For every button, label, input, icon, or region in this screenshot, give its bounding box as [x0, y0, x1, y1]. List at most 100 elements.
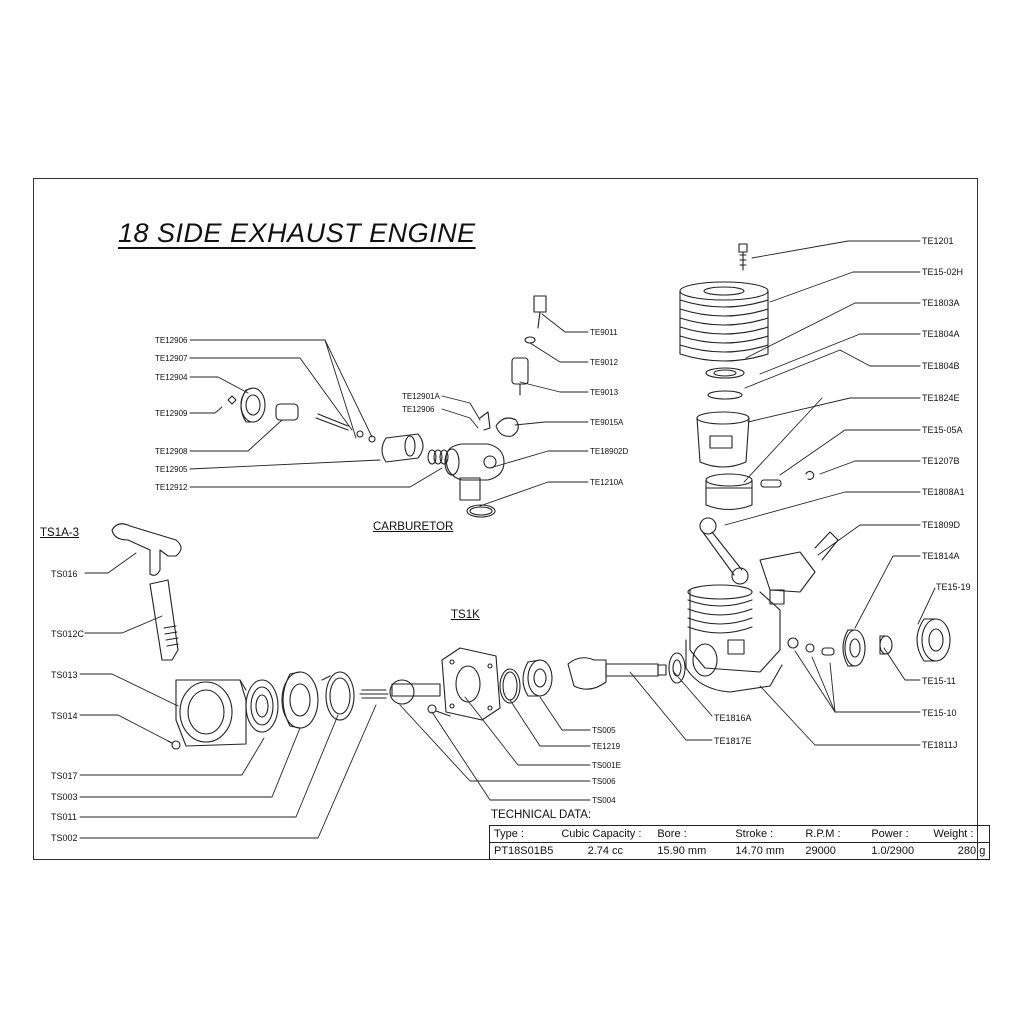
label-te9012: TE9012 — [590, 358, 619, 367]
label-te1505a: TE15-05A — [922, 425, 963, 435]
label-te12906-carb: TE12906 — [402, 405, 435, 414]
diagram-title: 18 SIDE EXHAUST ENGINE — [118, 218, 476, 248]
technical-data-table: Type : Cubic Capacity : Bore : Stroke : … — [489, 825, 991, 860]
backplate-drawing — [441, 647, 501, 721]
starter-leaders — [79, 552, 591, 839]
label-te1210a: TE1210A — [590, 478, 624, 487]
technical-value-row: PT18S01B5 2.74 cc 15.90 mm 14.70 mm 2900… — [490, 843, 990, 860]
label-te18902d: TE18902D — [590, 447, 628, 456]
label-te12906: TE12906 — [155, 336, 188, 345]
starter-housing-drawing — [175, 679, 247, 747]
label-te9013: TE9013 — [590, 388, 619, 397]
one-way-bearing-drawing — [522, 659, 553, 697]
label-ts017: TS017 — [51, 771, 78, 781]
crankshaft-drawing — [567, 652, 686, 690]
label-te1809d: TE1809D — [922, 520, 961, 530]
label-ts004: TS004 — [592, 796, 616, 805]
oring-drawing — [499, 668, 521, 704]
value-weight: 280 g — [957, 845, 986, 857]
section-starter-kit: TS1K — [451, 609, 480, 621]
label-te1803a: TE1803A — [922, 298, 960, 308]
carburetor-leaders — [189, 313, 589, 507]
small-screw-drawing — [167, 740, 181, 750]
carb-spring-drawing — [427, 449, 449, 465]
value-type: PT18S01B5 — [494, 845, 554, 857]
wrist-pin-drawing — [760, 470, 815, 488]
value-stroke: 14.70 mm — [735, 845, 785, 857]
label-te1816a: TE1816A — [714, 713, 752, 723]
piston-drawing — [705, 473, 753, 511]
label-te1808a1: TE1808A1 — [922, 487, 965, 497]
value-rpm: 29000 — [805, 845, 836, 857]
connecting-rod-drawing — [699, 517, 749, 585]
section-carburetor: CARBURETOR — [373, 521, 454, 533]
technical-data-title: TECHNICAL DATA: — [491, 809, 592, 821]
barrel-drawing — [381, 433, 424, 463]
label-ts011: TS011 — [51, 812, 77, 822]
rear-bearings-drawing — [787, 618, 951, 667]
label-te1510: TE15-10 — [922, 708, 957, 718]
label-ts013: TS013 — [51, 670, 78, 680]
label-te1502h: TE15-02H — [922, 267, 963, 277]
carb-oring-drawing — [466, 504, 496, 518]
label-te12908: TE12908 — [155, 447, 188, 456]
starter-pulley-drawing — [281, 671, 319, 729]
part-number-labels: TE1201 TE15-02H TE1803A TE1804A TE1804B … — [51, 236, 971, 843]
value-power: 1.0/2900 — [871, 845, 915, 857]
label-te12904: TE12904 — [155, 373, 188, 382]
head-bolt-drawing — [738, 243, 748, 271]
carburetor-body-drawing — [444, 443, 505, 501]
shaft-drawing — [359, 679, 441, 705]
label-ts012c: TS012C — [51, 629, 85, 639]
header-rpm: R.P.M : — [801, 825, 868, 843]
section-starter: TS1A-3 — [40, 527, 79, 539]
label-te1804a: TE1804A — [922, 329, 960, 339]
header-power: Power : — [867, 825, 930, 843]
header-type: Type : — [489, 825, 558, 843]
label-te1824e: TE1824E — [922, 393, 960, 403]
label-te9011: TE9011 — [590, 328, 618, 337]
label-ts002: TS002 — [51, 833, 78, 843]
header-bore: Bore : — [653, 825, 732, 843]
label-te12909: TE12909 — [155, 409, 188, 418]
spring-coil-drawing — [321, 671, 355, 721]
header-capacity: Cubic Capacity : — [557, 825, 654, 843]
label-te1519: TE15-19 — [936, 582, 971, 592]
label-te1811j: TE1811J — [922, 740, 957, 750]
idle-screw-drawing — [524, 295, 547, 344]
label-ts003: TS003 — [51, 792, 78, 802]
cylinder-liner-drawing — [696, 411, 750, 468]
label-te1511: TE15-11 — [922, 676, 956, 686]
label-te1207b: TE1207B — [922, 456, 960, 466]
header-weight: Weight : — [929, 825, 990, 843]
head-gaskets-drawing — [705, 367, 745, 400]
label-te12912: TE12912 — [155, 483, 188, 492]
needle-assembly-drawing — [227, 387, 376, 443]
label-te1817e: TE1817E — [714, 736, 752, 746]
needle-valve-drawing — [479, 411, 519, 437]
label-ts014: TS014 — [51, 711, 78, 721]
label-te12901a: TE12901A — [402, 392, 440, 401]
value-bore: 15.90 mm — [657, 845, 707, 857]
label-te1201: TE1201 — [922, 236, 954, 246]
label-ts005: TS005 — [592, 726, 616, 735]
label-te12907: TE12907 — [155, 354, 188, 363]
tee-wrench-drawing — [111, 523, 182, 661]
label-te1814a: TE1814A — [922, 551, 960, 561]
fuel-nipple-drawing — [511, 357, 529, 396]
label-ts016: TS016 — [51, 569, 78, 579]
crankcase-drawing — [685, 584, 783, 693]
cylinder-head-drawing — [679, 281, 769, 362]
screw-drawing — [427, 704, 451, 717]
value-capacity: 2.74 cc — [587, 845, 624, 857]
label-te9015a: TE9015A — [590, 418, 624, 427]
label-te12905: TE12905 — [155, 465, 188, 474]
label-ts001e: TS001E — [592, 761, 621, 770]
label-te1804b: TE1804B — [922, 361, 960, 371]
technical-header-row: Type : Cubic Capacity : Bore : Stroke : … — [489, 825, 990, 843]
starter-spring-drawing — [245, 679, 279, 733]
header-stroke: Stroke : — [731, 825, 802, 843]
leader-lines — [629, 240, 936, 746]
